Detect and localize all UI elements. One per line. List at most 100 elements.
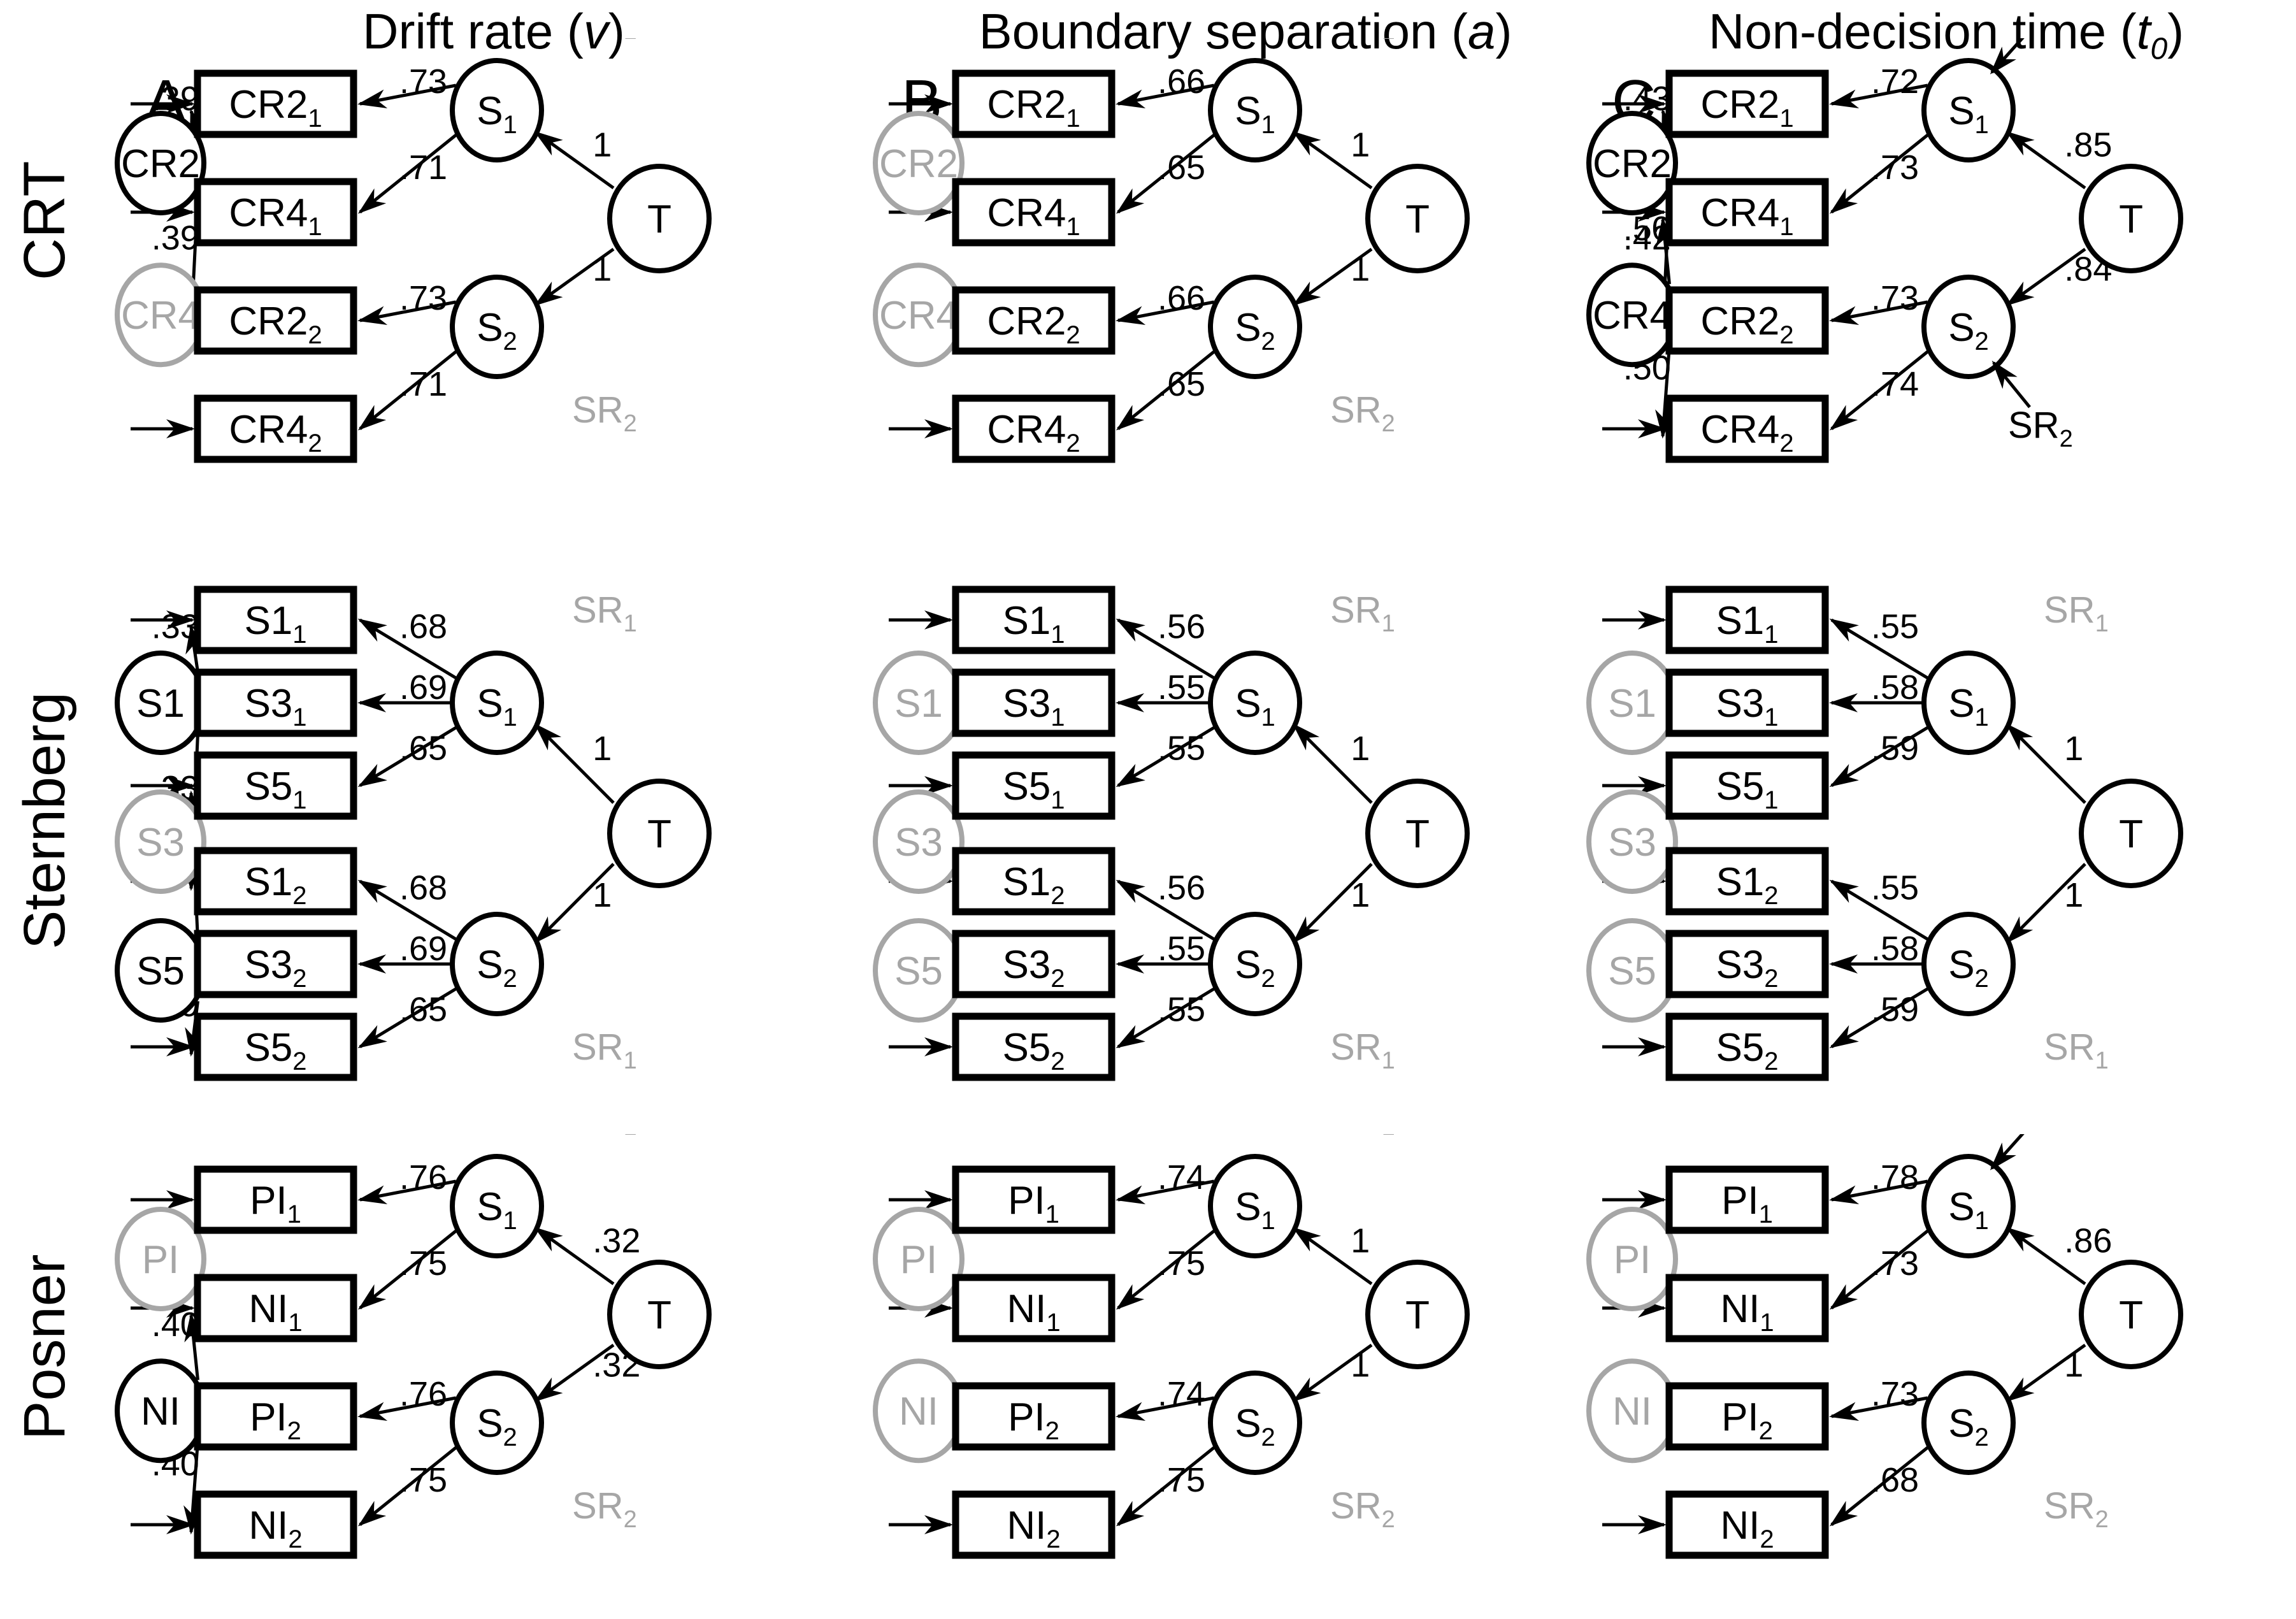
state-factor-S2: S2 xyxy=(450,1371,544,1475)
left-factor-S5: S5 xyxy=(873,918,965,1023)
state-loading-path-1 xyxy=(1116,1230,1216,1310)
factor-label: S1 xyxy=(136,682,185,726)
indicator-S1-1: S11 xyxy=(1665,586,1829,654)
state-loading-path-5 xyxy=(1116,987,1215,1049)
state-loading-path-0 xyxy=(1829,83,1928,108)
factor-label: S2 xyxy=(1235,306,1275,356)
sr-label-top: SR1 xyxy=(1330,38,1395,45)
trait-loading-coefficient-1: 1 xyxy=(592,876,612,914)
factor-label: CR4 xyxy=(879,294,958,338)
state-loading-path-0 xyxy=(1116,618,1215,680)
trait-loading-path-1 xyxy=(1292,863,1373,944)
column-title-text: Non-decision time (t0) xyxy=(1708,3,2185,66)
column-title-B: Boundary separation (a) xyxy=(889,3,1602,61)
state-loading-coefficient-4: .69 xyxy=(399,930,447,968)
state-loading-path-3 xyxy=(1829,350,1929,431)
indicator-PI-2: PI2 xyxy=(194,1382,357,1451)
indicator-PI-2: PI2 xyxy=(952,1382,1116,1451)
state-loading-path-2 xyxy=(1829,300,1928,325)
state-loading-coefficient-2: .73 xyxy=(1871,279,1919,317)
state-loading-coefficient-1: .73 xyxy=(1871,1244,1919,1283)
factor-label: T xyxy=(647,812,671,856)
state-factor-S1: S1 xyxy=(450,1154,544,1258)
indicator-S5-2: S52 xyxy=(1665,1012,1829,1081)
indicator-label: CR21 xyxy=(1700,83,1793,133)
indicator-CR2-2: CR22 xyxy=(952,286,1116,355)
indicator-NI-1: NI1 xyxy=(1665,1274,1829,1342)
left-factor-NI: NI xyxy=(1586,1358,1678,1464)
trait-factor-T: T xyxy=(1365,1260,1470,1369)
state-loading-coefficient-1: .75 xyxy=(399,1244,447,1283)
left-factor-CR2: CR2 xyxy=(1586,111,1678,215)
state-factor-S2: S2 xyxy=(1921,1371,2016,1475)
factor-label: S3 xyxy=(136,821,185,865)
indicator-NI-1: NI1 xyxy=(194,1274,357,1342)
sr-label-bottom: SR2 xyxy=(572,389,637,437)
state-loading-path-1 xyxy=(1116,134,1216,214)
left-factor-S3: S3 xyxy=(873,789,965,894)
indicator-label: CR21 xyxy=(229,83,322,133)
factor-label: T xyxy=(647,198,671,241)
sr-label-top: SR1 xyxy=(1330,1134,1395,1140)
state-loading-coefficient-3: .71 xyxy=(399,365,447,403)
trait-loading-coefficient-0: 1 xyxy=(592,126,612,164)
state-loading-path-3 xyxy=(357,879,457,941)
state-loading-coefficient-4: .55 xyxy=(1158,930,1205,968)
state-loading-coefficient-0: .66 xyxy=(1158,62,1205,101)
factor-label: CR2 xyxy=(121,142,200,186)
state-loading-coefficient-1: .58 xyxy=(1871,668,1919,707)
factor-label: S2 xyxy=(477,1402,517,1451)
state-factor-S1: S1 xyxy=(1921,1154,2016,1258)
state-loading-path-1 xyxy=(357,1230,457,1310)
left-factor-PI: PI xyxy=(115,1207,206,1311)
trait-loading-path-1 xyxy=(534,863,615,944)
state-loading-path-0 xyxy=(357,1179,457,1204)
indicator-CR4-2: CR42 xyxy=(194,394,357,463)
state-loading-coefficient-2: .55 xyxy=(1158,729,1205,767)
indicator-label: CR21 xyxy=(987,83,1080,133)
sr-label-bottom: SR2 xyxy=(1330,389,1395,437)
state-factor-S1: S1 xyxy=(1208,651,1302,755)
indicator-label: CR42 xyxy=(987,408,1080,457)
column-title-text: Drift rate (v) xyxy=(362,3,625,59)
left-factor-S1: S1 xyxy=(115,651,206,755)
state-loading-coefficient-3: .56 xyxy=(1158,869,1205,907)
factor-label: PI xyxy=(900,1238,938,1282)
panel-B-posner: PINIPI1NI1PI2NI2.74.75.74.75S1S211TSR1SR… xyxy=(873,1134,1470,1559)
state-loading-coefficient-1: .69 xyxy=(399,668,447,707)
state-loading-coefficient-2: .66 xyxy=(1158,279,1205,317)
trait-loading-coefficient-1: 1 xyxy=(1351,250,1370,288)
factor-label: CR4 xyxy=(1593,294,1672,338)
state-loading-path-0 xyxy=(1829,1179,1928,1204)
panel-C-sternberg: S1S3S5S11S31S51S12S32S52.55.58.59.55.58.… xyxy=(1586,586,2183,1081)
state-loading-coefficient-0: .73 xyxy=(399,62,447,101)
state-loading-coefficient-2: .59 xyxy=(1871,729,1919,767)
left-factor-S3: S3 xyxy=(115,789,206,894)
method-coefficient-2: .42 xyxy=(1623,219,1671,257)
trait-loading-coefficient-0: .32 xyxy=(592,1222,640,1260)
state-loading-path-3 xyxy=(1116,1446,1216,1527)
state-loading-coefficient-3: .75 xyxy=(1158,1461,1205,1499)
state-loading-coefficient-2: .76 xyxy=(399,1375,447,1413)
indicator-S3-2: S32 xyxy=(194,930,357,998)
state-loading-coefficient-3: .75 xyxy=(399,1461,447,1499)
indicator-S1-1: S11 xyxy=(194,586,357,654)
state-factor-S1: S1 xyxy=(1921,651,2016,755)
state-loading-path-2 xyxy=(1116,300,1215,325)
trait-loading-coefficient-1: 1 xyxy=(592,250,612,288)
left-factor-S5: S5 xyxy=(1586,918,1678,1023)
trait-loading-path-1 xyxy=(534,1343,615,1402)
method-path-0 xyxy=(184,1313,204,1381)
panel-C-crt: .43.50.42.50CR2CR4CR21CR41CR22CR42.72.73… xyxy=(1586,38,2183,463)
state-loading-coefficient-5: .55 xyxy=(1158,990,1205,1028)
indicator-S3-2: S32 xyxy=(1665,930,1829,998)
state-loading-path-2 xyxy=(1829,726,1928,788)
trait-loading-path-1 xyxy=(534,247,615,306)
state-loading-coefficient-0: .74 xyxy=(1158,1158,1205,1197)
state-loading-coefficient-0: .78 xyxy=(1871,1158,1919,1197)
state-loading-coefficient-0: .72 xyxy=(1871,62,1919,101)
state-loading-coefficient-1: .71 xyxy=(399,148,447,187)
factor-label: T xyxy=(2119,1293,2143,1337)
indicator-S3-2: S32 xyxy=(952,930,1116,998)
state-factor-S1: S1 xyxy=(450,58,544,162)
